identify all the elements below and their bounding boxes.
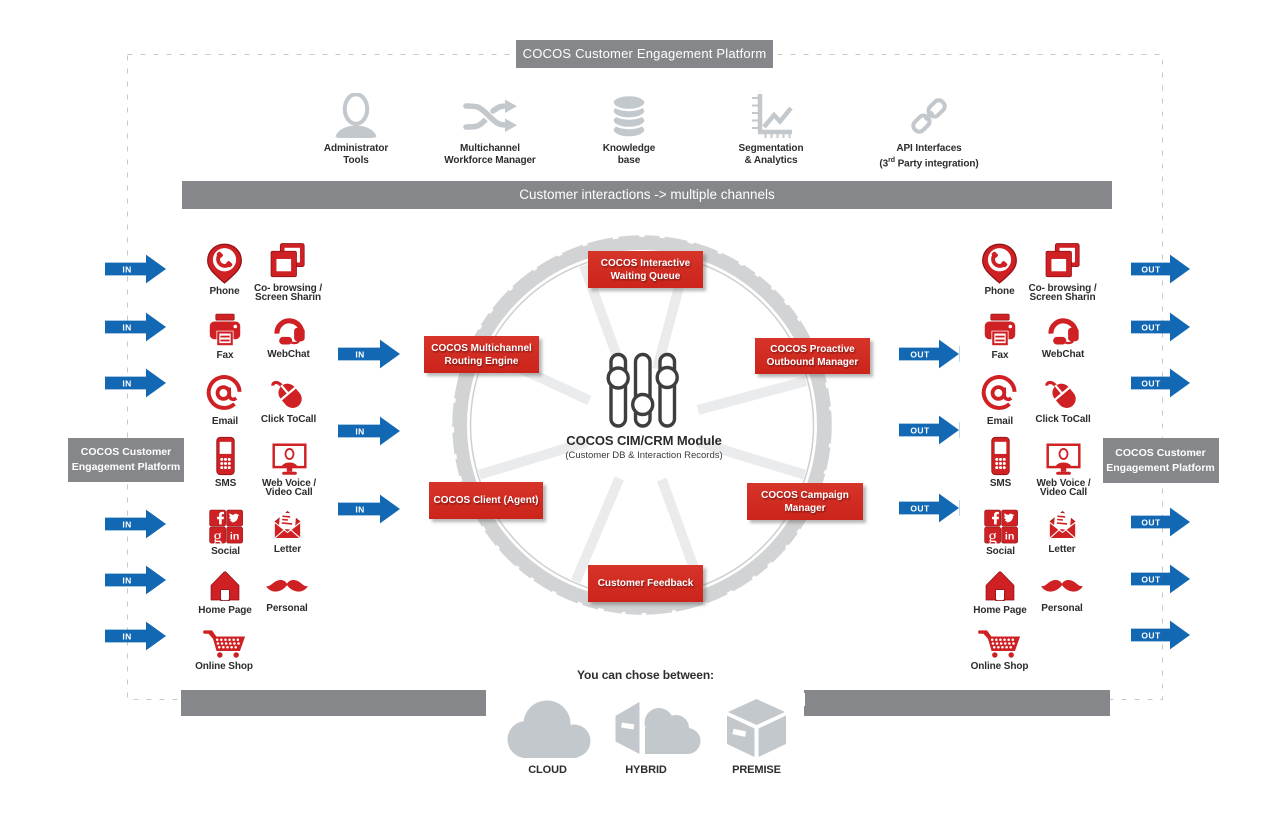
svg-text:OUT: OUT: [910, 350, 930, 360]
svg-text:OUT: OUT: [1141, 322, 1161, 332]
svg-text:OUT: OUT: [1141, 265, 1161, 275]
svg-text:IN: IN: [355, 350, 364, 360]
svg-text:IN: IN: [122, 379, 131, 389]
svg-text:IN: IN: [122, 323, 131, 333]
svg-text:OUT: OUT: [910, 426, 930, 436]
svg-text:IN: IN: [122, 265, 131, 275]
svg-text:IN: IN: [122, 631, 131, 641]
svg-text:IN: IN: [122, 575, 131, 585]
svg-text:IN: IN: [122, 519, 131, 529]
svg-text:IN: IN: [355, 504, 364, 514]
svg-text:OUT: OUT: [1141, 574, 1161, 584]
svg-text:IN: IN: [355, 426, 364, 436]
svg-text:OUT: OUT: [1141, 518, 1161, 528]
svg-text:OUT: OUT: [1141, 378, 1161, 388]
svg-text:OUT: OUT: [1141, 631, 1161, 641]
svg-text:OUT: OUT: [910, 503, 930, 513]
